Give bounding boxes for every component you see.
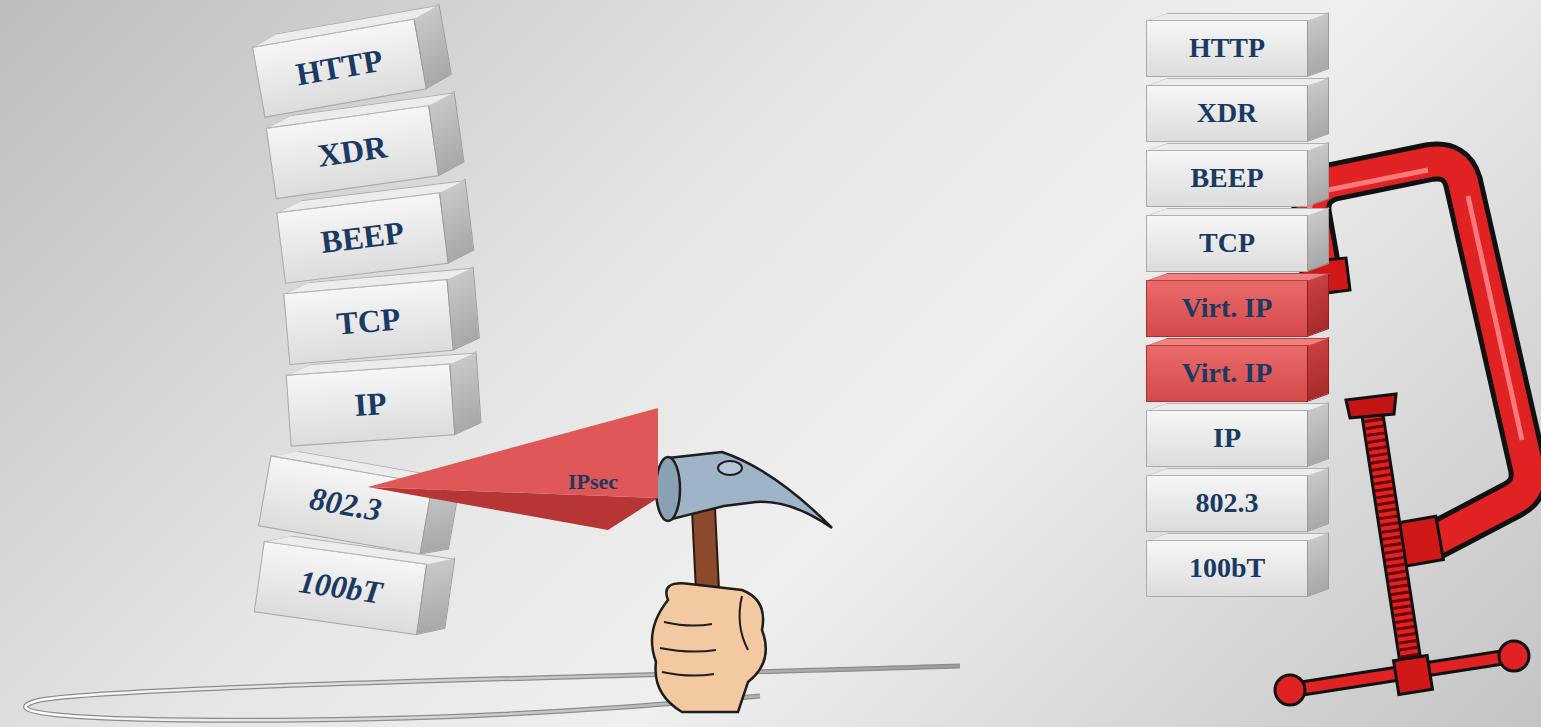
block-side	[1307, 467, 1329, 532]
block-top	[1146, 143, 1330, 151]
layer-block: BEEP	[1146, 150, 1308, 207]
layer-name: HTTP	[294, 43, 386, 93]
wedge-shape: IPsec	[368, 408, 658, 530]
block-top	[1146, 78, 1330, 86]
clamp-pad	[1346, 394, 1396, 418]
layer-name: 100bT	[297, 565, 385, 611]
wedge-label: IPsec	[568, 470, 618, 494]
clamp-highlight	[1310, 170, 1522, 440]
layer-name: HTTP	[1189, 33, 1265, 64]
block-side	[1307, 337, 1329, 402]
block-top	[1146, 338, 1330, 346]
layer-block: BEEP	[276, 192, 449, 284]
floor-swoosh-light	[26, 666, 960, 720]
layer-name: Virt. IP	[1182, 358, 1273, 389]
finger-lines	[660, 596, 748, 676]
block-top	[1146, 13, 1330, 21]
layer-name: IP	[353, 386, 387, 423]
block-side	[416, 557, 455, 634]
block-top	[1146, 468, 1330, 476]
block-top	[1146, 403, 1330, 411]
c-clamp	[1275, 161, 1529, 705]
clamp-screw-end	[1394, 656, 1433, 695]
clamp-knob	[1275, 675, 1305, 705]
layer-block: 802.3	[1146, 475, 1308, 532]
block-top	[1146, 208, 1330, 216]
block-side	[1307, 272, 1329, 337]
layer-block: HTTP	[1146, 20, 1308, 77]
hammer-rivet	[718, 461, 742, 475]
block-side	[447, 266, 480, 350]
clamp-frame	[1311, 161, 1528, 542]
layer-name: 100bT	[1189, 553, 1265, 584]
hand	[652, 583, 766, 712]
layer-name: BEEP	[319, 215, 406, 260]
layer-block: TCP	[1146, 215, 1308, 272]
block-side	[428, 91, 464, 176]
layer-block: IP	[286, 363, 456, 446]
block-top	[252, 5, 440, 48]
block-side	[1307, 402, 1329, 467]
clamp-screw	[1372, 412, 1412, 672]
layer-block: TCP	[283, 279, 454, 365]
hammer-face	[656, 457, 680, 521]
floor-swoosh	[26, 666, 960, 720]
wedge-outline	[368, 408, 658, 530]
layer-name: 802.3	[1196, 488, 1259, 519]
block-side	[1307, 12, 1329, 77]
block-side	[1307, 532, 1329, 597]
clamp-knob	[1499, 641, 1529, 671]
clamp-frame-outline	[1311, 161, 1528, 542]
block-top	[1146, 533, 1330, 541]
layer-name: IP	[1213, 423, 1241, 454]
hammer-head	[668, 452, 832, 528]
layer-block: 100bT	[1146, 540, 1308, 597]
virtual-layer-block: Virt. IP	[1146, 280, 1308, 337]
clamp-thread	[1372, 412, 1412, 672]
layer-block: 100bT	[254, 541, 427, 635]
hammer	[652, 452, 832, 712]
layer-name: Virt. IP	[1182, 293, 1273, 324]
virtual-layer-block: Virt. IP	[1146, 345, 1308, 402]
layer-name: BEEP	[1190, 163, 1263, 194]
block-side	[449, 351, 481, 435]
layer-name: TCP	[1199, 228, 1255, 259]
block-side	[1307, 207, 1329, 272]
layer-name: XDR	[316, 130, 390, 174]
layer-name: TCP	[335, 302, 402, 343]
block-side	[1307, 142, 1329, 207]
clamp-screw-outline	[1372, 412, 1412, 672]
layer-name: XDR	[1197, 98, 1258, 129]
layer-block: XDR	[1146, 85, 1308, 142]
block-side	[439, 179, 474, 264]
wedge-face	[368, 408, 658, 498]
block-top	[1146, 273, 1330, 281]
block-side	[1307, 77, 1329, 142]
layer-name: 802.3	[307, 481, 384, 528]
layer-block: XDR	[266, 105, 439, 199]
layer-block: IP	[1146, 410, 1308, 467]
